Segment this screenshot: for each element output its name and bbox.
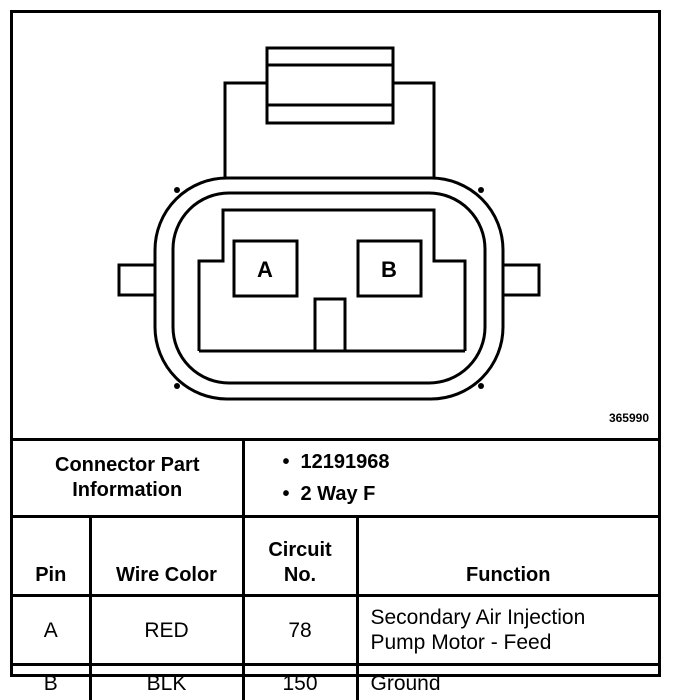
pinout-table: Pin Wire Color Circuit No. Function A RE… bbox=[13, 515, 658, 700]
connector-part-label-line2: Information bbox=[13, 478, 242, 503]
left-latch bbox=[119, 265, 155, 295]
circuit-cell: 150 bbox=[243, 665, 357, 700]
function-header: Function bbox=[357, 517, 658, 596]
connector-info-table: Connector Part Information •12191968 •2 … bbox=[13, 438, 658, 515]
tab-housing bbox=[225, 83, 267, 178]
table-row: A RED 78 Secondary Air Injection Pump Mo… bbox=[13, 596, 658, 665]
function-cell: Ground bbox=[357, 665, 658, 700]
inner-shell bbox=[173, 193, 485, 383]
connector-part-label-line1: Connector Part bbox=[13, 453, 242, 478]
connector-drawing: A B 365990 bbox=[13, 13, 658, 438]
circuit-cell: 78 bbox=[243, 596, 357, 665]
pin-header: Pin bbox=[13, 517, 90, 596]
part-number-item: •12191968 bbox=[283, 446, 659, 478]
figure-number: 365990 bbox=[609, 411, 649, 425]
cavity-outline bbox=[199, 210, 465, 351]
function-cell: Secondary Air Injection Pump Motor - Fee… bbox=[357, 596, 658, 665]
pin-cell: B bbox=[13, 665, 90, 700]
pinout-table-area: Connector Part Information •12191968 •2 … bbox=[13, 438, 658, 700]
wire-color-header: Wire Color bbox=[90, 517, 243, 596]
pin-b-label: B bbox=[381, 257, 397, 282]
pin-a-label: A bbox=[257, 257, 273, 282]
right-latch bbox=[503, 265, 539, 295]
table-row: B BLK 150 Ground bbox=[13, 665, 658, 700]
locking-tab bbox=[267, 48, 393, 123]
connector-part-label: Connector Part Information bbox=[13, 440, 243, 516]
connector-part-items: •12191968 •2 Way F bbox=[243, 440, 658, 516]
center-key bbox=[315, 299, 345, 351]
wire-color-cell: RED bbox=[90, 596, 243, 665]
circuit-header: Circuit No. bbox=[243, 517, 357, 596]
pin-cell: A bbox=[13, 596, 90, 665]
connector-type-item: •2 Way F bbox=[283, 478, 659, 510]
wire-color-cell: BLK bbox=[90, 665, 243, 700]
connector-diagram-frame: A B 365990 Connector Part Information •1… bbox=[10, 10, 661, 677]
